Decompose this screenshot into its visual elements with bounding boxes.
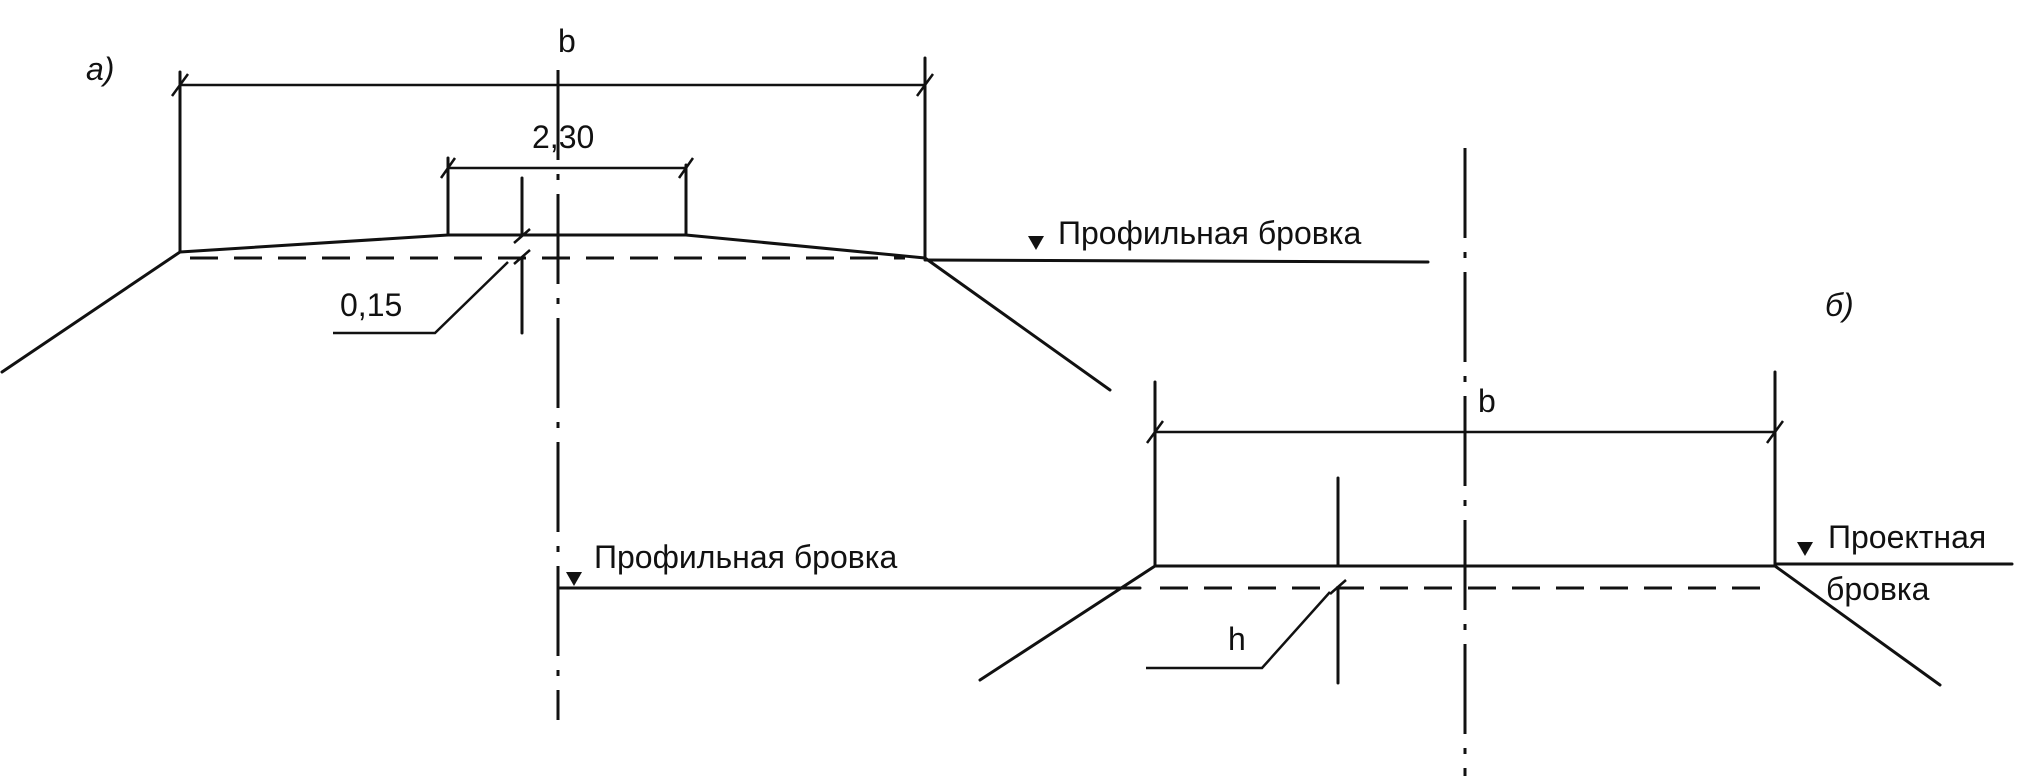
panel-b-height-tick: [1329, 579, 1347, 595]
panel-a-height-tick-bottom: [513, 249, 531, 265]
panel-a-label: а): [86, 51, 114, 87]
panel-b-level-marker-right-icon: [1797, 542, 1813, 556]
panel-b-level-label-left: Профильная бровка: [594, 539, 897, 575]
panel-a-right-slope: [923, 256, 1112, 392]
panel-a-crest-profile: [178, 233, 927, 260]
panel-b: б) b Профильная бровка Проектная бровка …: [558, 148, 2014, 776]
panel-b-right-slope: [1773, 564, 1942, 687]
panel-a-width-label: b: [558, 23, 576, 59]
panel-a-height-label: 0,15: [340, 287, 402, 323]
panel-b-level-label-right-line2: бровка: [1826, 571, 1930, 607]
panel-a-level-marker-icon: [1028, 236, 1044, 250]
panel-a-left-slope: [0, 250, 182, 374]
panel-b-left-slope: [978, 564, 1157, 682]
panel-a-height-tick-top: [513, 228, 531, 244]
panel-b-level-label-right-line1: Проектная: [1828, 519, 1986, 555]
panel-a-level-label: Профильная бровка: [1058, 215, 1361, 251]
panel-a: а) b 2,30 Профильная бровка 0,15: [0, 23, 1430, 720]
panel-b-width-label: b: [1478, 383, 1496, 419]
panel-a-top-width-label: 2,30: [532, 119, 594, 155]
panel-b-height-label: h: [1228, 621, 1246, 657]
panel-a-height-leader: [333, 261, 509, 335]
panel-b-level-marker-left-icon: [566, 572, 582, 586]
panel-a-level-line: [923, 258, 1430, 264]
panel-b-height-leader: [1146, 591, 1331, 670]
panel-b-label: б): [1825, 287, 1854, 323]
